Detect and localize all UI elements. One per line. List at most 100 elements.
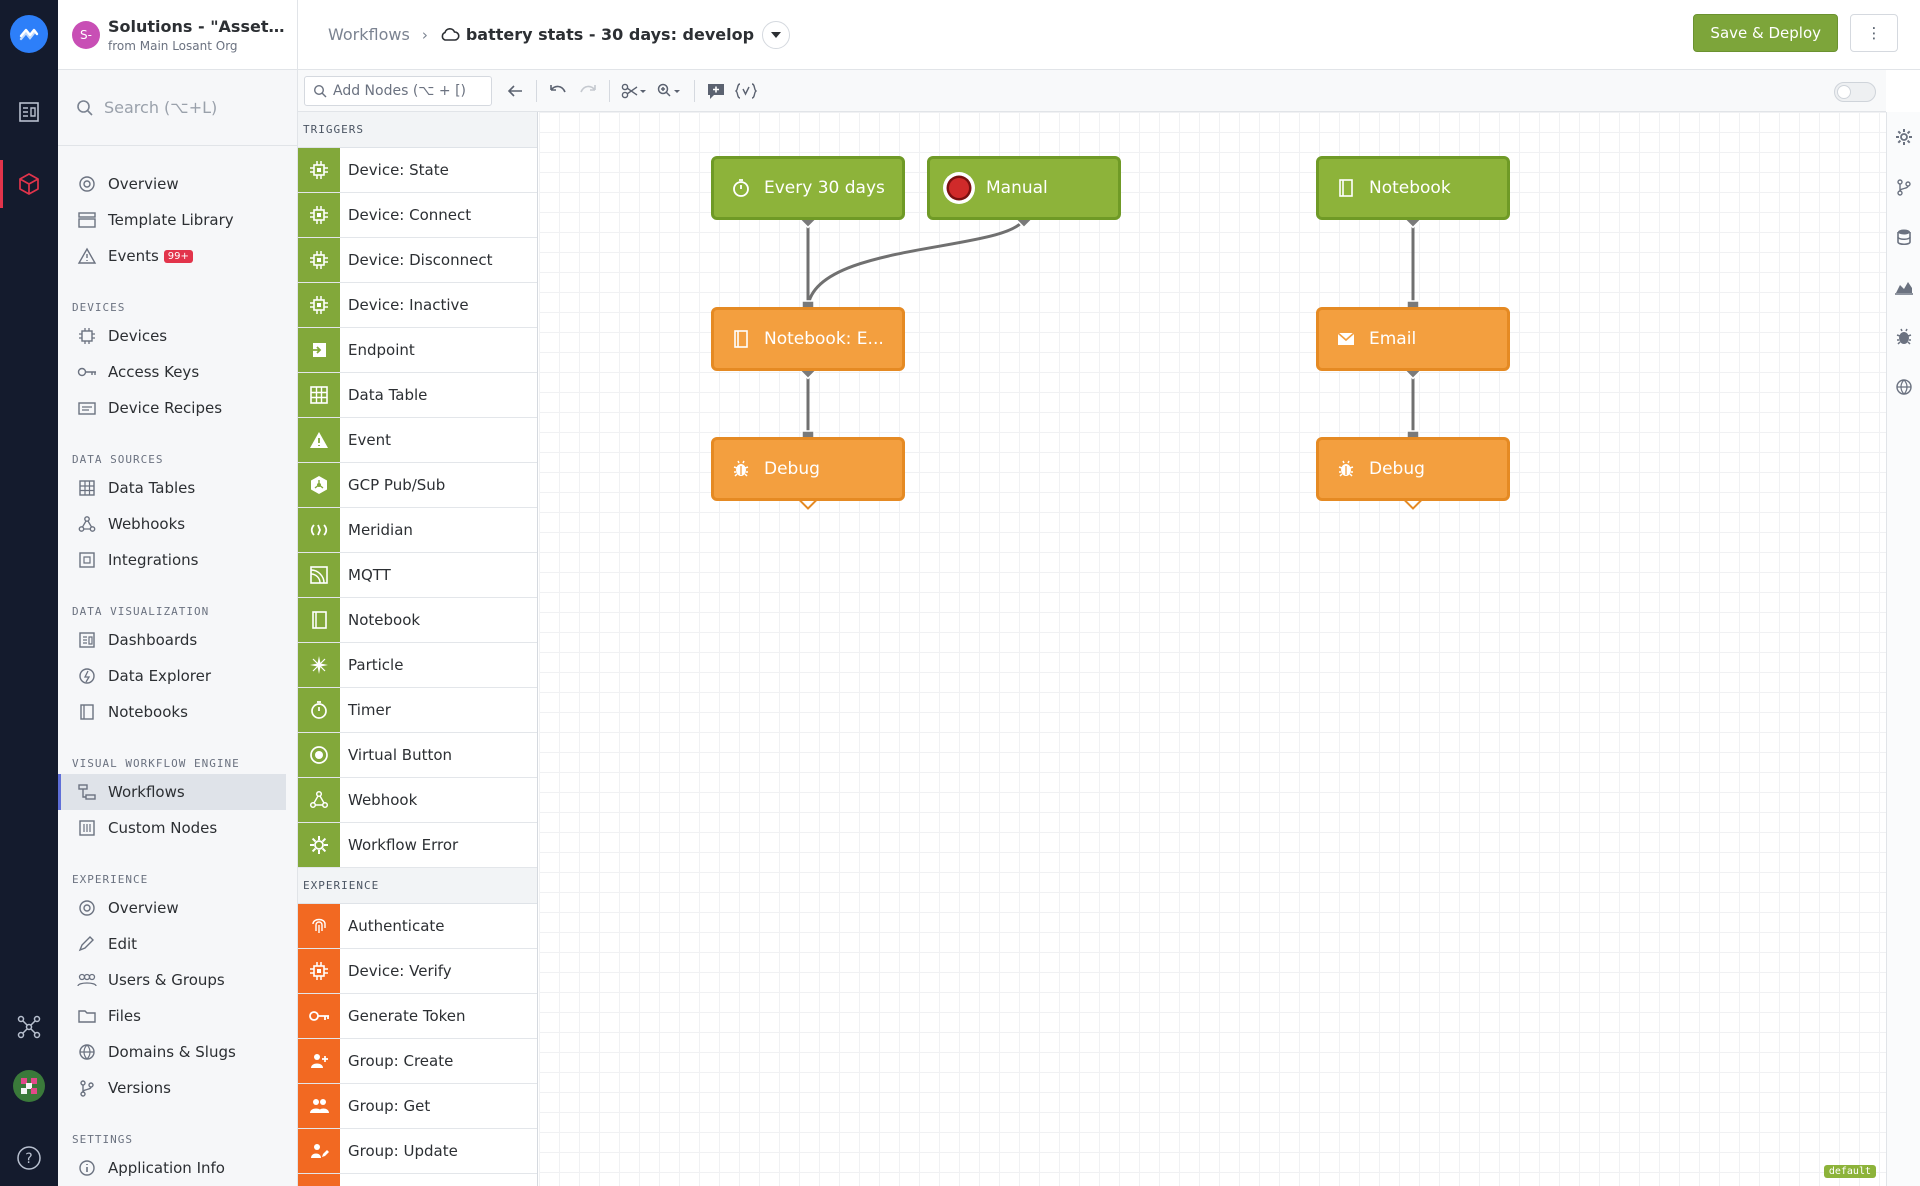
svg-text:?: ? [25, 1151, 32, 1167]
palette-node-meridian[interactable]: Meridian [298, 508, 537, 553]
gear-icon[interactable] [1887, 112, 1920, 162]
palette-node-mqtt[interactable]: MQTT [298, 553, 537, 598]
palette-node-gcp-pub-sub[interactable]: GCP Pub/Sub [298, 463, 537, 508]
applications-rail-icon[interactable] [0, 162, 58, 206]
breadcrumb-workflows[interactable]: Workflows [328, 25, 410, 44]
help-icon[interactable]: ? [0, 1136, 58, 1180]
palette-node-group-update[interactable]: Group: Update [298, 1129, 537, 1174]
palette-node-group-create[interactable]: Group: Create [298, 1039, 537, 1084]
palette-node-device-disconnect[interactable]: Device: Disconnect [298, 238, 537, 283]
global-variables-button[interactable] [731, 76, 761, 106]
node-notebook-trigger[interactable]: Notebook [1316, 156, 1510, 220]
sidebar-item-label: Domains & Slugs [108, 1043, 236, 1061]
network-rail-icon[interactable] [0, 1005, 58, 1049]
app-switcher[interactable]: S- Solutions - "Asset Trac... from Main … [58, 0, 297, 70]
palette-node-authenticate[interactable]: Authenticate [298, 904, 537, 949]
globe-icon[interactable] [1887, 362, 1920, 412]
sidebar-item-edit[interactable]: Edit [58, 926, 286, 962]
sidebar-item-device-recipes[interactable]: Device Recipes [58, 390, 286, 426]
search-icon [313, 84, 327, 97]
palette-node-virtual-button[interactable]: Virtual Button [298, 733, 537, 778]
more-options-button[interactable]: ⋮ [1850, 14, 1898, 52]
template-icon [76, 210, 98, 230]
sidebar-item-access-keys[interactable]: Access Keys [58, 354, 286, 390]
chart-icon[interactable] [1887, 262, 1920, 312]
comment-add-icon [708, 83, 724, 99]
sidebar-item-label: Overview [108, 175, 179, 193]
palette-node-event[interactable]: Event [298, 418, 537, 463]
sidebar-item-users-groups[interactable]: Users & Groups [58, 962, 286, 998]
node-debug[interactable]: Debug [711, 437, 905, 501]
palette-node-group-get[interactable]: Group: Get [298, 1084, 537, 1129]
workflow-canvas[interactable]: Every 30 days Manual Notebook Notebook: … [539, 112, 1886, 1186]
redo-button[interactable] [573, 76, 603, 106]
sidebar-item-application-info[interactable]: Application Info [58, 1150, 286, 1186]
palette-node-data-table[interactable]: Data Table [298, 373, 537, 418]
bug-icon[interactable] [1887, 312, 1920, 362]
palette-node-generate-token[interactable]: Generate Token [298, 994, 537, 1039]
palette-node-group-verify[interactable]: Group: Verify [298, 1174, 537, 1186]
bug-icon [730, 458, 752, 480]
node-timer[interactable]: Every 30 days [711, 156, 905, 220]
losant-logo[interactable] [0, 12, 58, 56]
nav-search[interactable]: Search (⌥+L) [58, 70, 297, 146]
sidebar-item-data-explorer[interactable]: Data Explorer [58, 658, 286, 694]
sidebar-item-workflows[interactable]: Workflows [58, 774, 286, 810]
zoom-icon [657, 83, 680, 97]
sidebar-item-integrations[interactable]: Integrations [58, 542, 286, 578]
dashboards-rail-icon[interactable] [0, 90, 58, 134]
meridian-icon [298, 508, 340, 552]
palette-node-particle[interactable]: Particle [298, 643, 537, 688]
palette-node-timer[interactable]: Timer [298, 688, 537, 733]
node-label: Notebook: E... [764, 329, 884, 349]
live-look-toggle[interactable] [1834, 82, 1876, 102]
node-label: Email [1369, 329, 1417, 349]
palette-node-device-inactive[interactable]: Device: Inactive [298, 283, 537, 328]
wire-manual-to-notebook-exec [806, 218, 1026, 308]
sidebar-item-overview[interactable]: Overview [58, 166, 286, 202]
add-nodes-placeholder: Add Nodes (⌥ + [) [333, 82, 466, 99]
palette-node-workflow-error[interactable]: Workflow Error [298, 823, 537, 868]
sidebar-item-domains-slugs[interactable]: Domains & Slugs [58, 1034, 286, 1070]
node-notebook-execute[interactable]: Notebook: E... [711, 307, 905, 371]
zoom-menu-button[interactable] [652, 76, 688, 106]
user-avatar-icon[interactable] [0, 1064, 58, 1108]
chip-icon [76, 326, 98, 346]
sidebar-item-dashboards[interactable]: Dashboards [58, 622, 286, 658]
add-nodes-input[interactable]: Add Nodes (⌥ + [) [304, 75, 492, 106]
collapse-palette-button[interactable] [500, 76, 530, 106]
palette-node-device-connect[interactable]: Device: Connect [298, 193, 537, 238]
sidebar-section-devices: DEVICES [72, 301, 126, 314]
scissors-menu-button[interactable] [616, 76, 652, 106]
node-manual[interactable]: Manual [927, 156, 1121, 220]
sidebar-item-data-tables[interactable]: Data Tables [58, 470, 286, 506]
branch-icon[interactable] [1887, 162, 1920, 212]
node-email[interactable]: Email [1316, 307, 1510, 371]
sidebar-item-webhooks[interactable]: Webhooks [58, 506, 286, 542]
sidebar-item-custom-nodes[interactable]: Custom Nodes [58, 810, 286, 846]
users-icon [76, 970, 98, 990]
palette-node-label: Workflow Error [348, 836, 459, 854]
palette-node-endpoint[interactable]: Endpoint [298, 328, 537, 373]
palette-node-device-verify[interactable]: Device: Verify [298, 949, 537, 994]
record-button-icon[interactable] [942, 171, 976, 205]
workflow-menu-button[interactable] [762, 20, 791, 49]
sidebar-item-devices[interactable]: Devices [58, 318, 286, 354]
palette-node-label: Device: Inactive [348, 296, 469, 314]
undo-button[interactable] [543, 76, 573, 106]
sidebar-item-overview[interactable]: Overview [58, 890, 286, 926]
save-deploy-button[interactable]: Save & Deploy [1693, 14, 1838, 52]
database-icon[interactable] [1887, 212, 1920, 262]
sidebar-item-template-library[interactable]: Template Library [58, 202, 286, 238]
palette-node-webhook[interactable]: Webhook [298, 778, 537, 823]
timer-icon [730, 177, 752, 199]
sidebar-item-notebooks[interactable]: Notebooks [58, 694, 286, 730]
sidebar-item-label: Versions [108, 1079, 171, 1097]
add-comment-button[interactable] [701, 76, 731, 106]
sidebar-item-versions[interactable]: Versions [58, 1070, 286, 1106]
palette-node-notebook[interactable]: Notebook [298, 598, 537, 643]
sidebar-item-files[interactable]: Files [58, 998, 286, 1034]
palette-node-device-state[interactable]: Device: State [298, 148, 537, 193]
node-debug[interactable]: Debug [1316, 437, 1510, 501]
